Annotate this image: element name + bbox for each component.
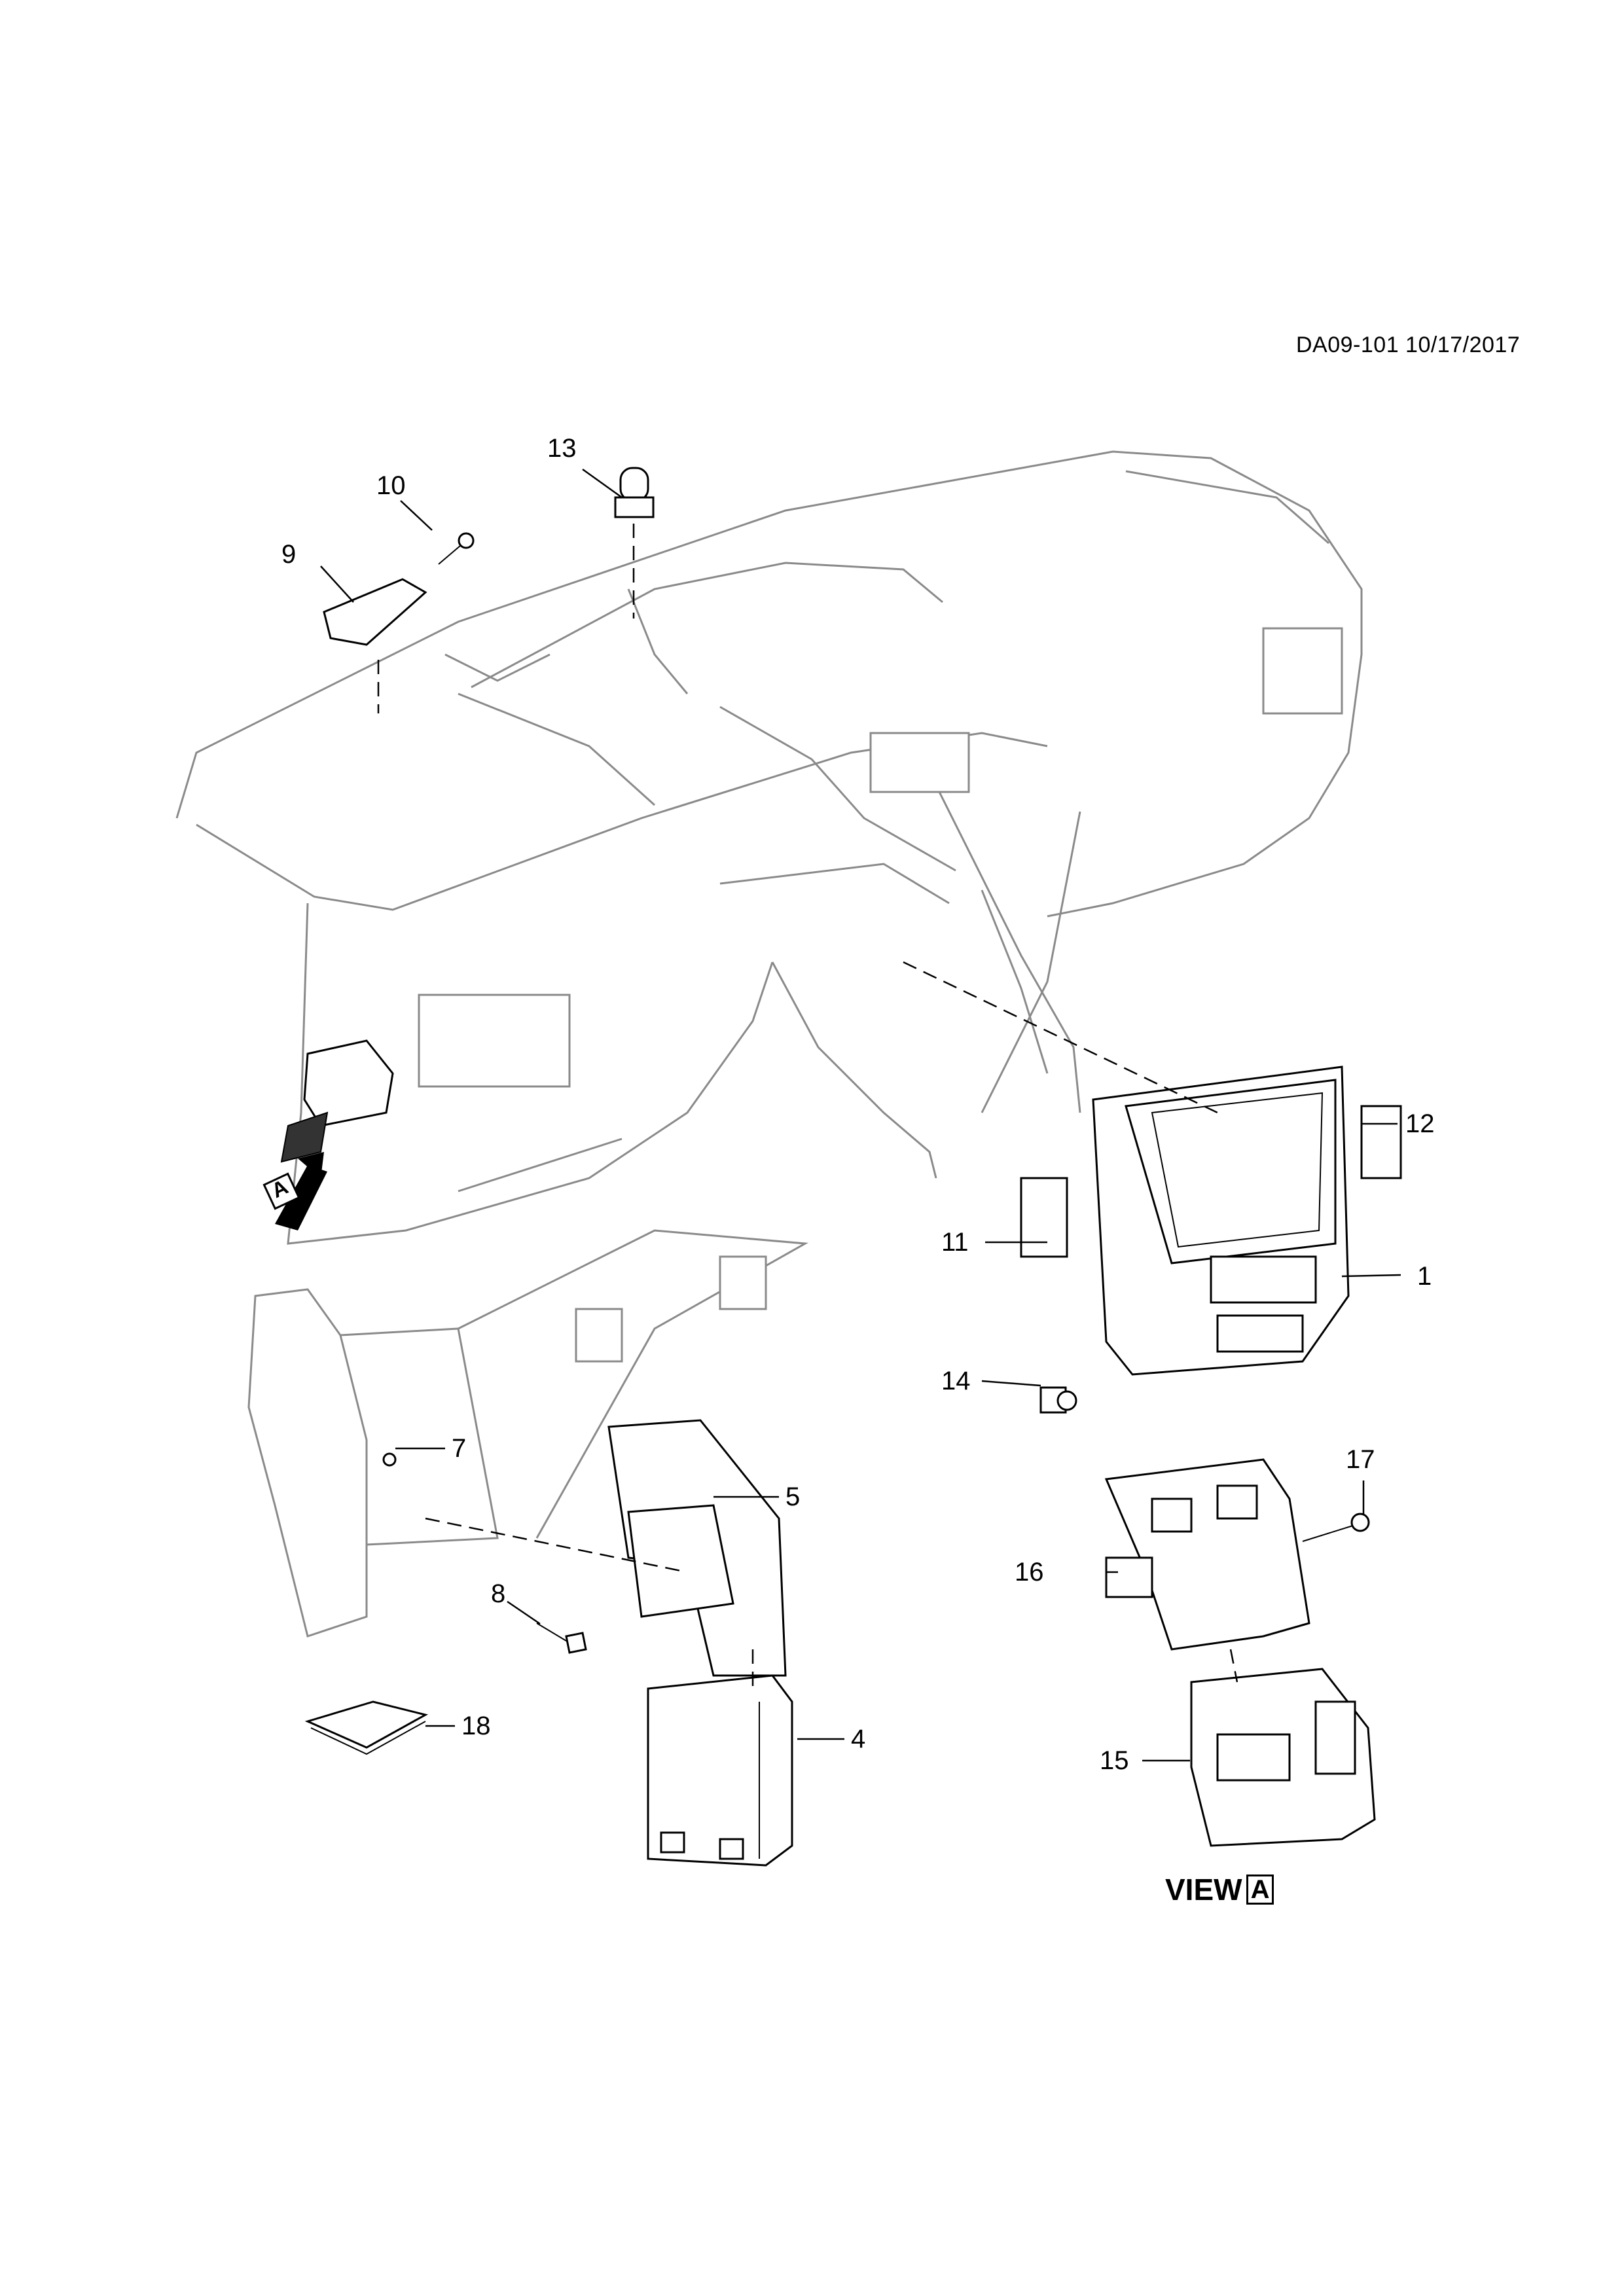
callout-17: 17 bbox=[1346, 1445, 1375, 1474]
leader-lines bbox=[320, 468, 1401, 1762]
part-4-module bbox=[647, 1674, 793, 1867]
callout-10: 10 bbox=[376, 471, 406, 500]
callout-14: 14 bbox=[941, 1367, 971, 1395]
lower-bracket bbox=[247, 1229, 808, 1638]
callout-5: 5 bbox=[785, 1482, 801, 1511]
part-17-bolt bbox=[1302, 1513, 1370, 1542]
part-7-fastener bbox=[382, 1452, 397, 1467]
callout-11: 11 bbox=[941, 1228, 969, 1257]
document-id: DA09-101 10/17/2017 bbox=[1296, 332, 1521, 357]
part-8-bolt bbox=[536, 1623, 587, 1654]
part-13-sensor bbox=[614, 467, 655, 518]
part-15-module bbox=[1190, 1668, 1376, 1847]
callout-4: 4 bbox=[851, 1725, 866, 1753]
callout-12: 12 bbox=[1405, 1109, 1435, 1138]
view-word: VIEW bbox=[1165, 1873, 1242, 1907]
callout-1: 1 bbox=[1417, 1262, 1432, 1291]
view-a-reference-module bbox=[280, 1039, 394, 1163]
part-14-clip bbox=[1039, 1386, 1077, 1414]
part-11-trim bbox=[1020, 1177, 1068, 1258]
part-1-display-unit bbox=[1092, 1066, 1350, 1376]
assembly-lines bbox=[377, 524, 1238, 1689]
part-16-bracket bbox=[1104, 1458, 1310, 1651]
view-a-arrow bbox=[262, 1152, 327, 1230]
callout-15: 15 bbox=[1100, 1746, 1129, 1775]
callout-16: 16 bbox=[1015, 1558, 1044, 1587]
part-12-trim bbox=[1360, 1105, 1402, 1179]
callout-18: 18 bbox=[461, 1712, 491, 1740]
part-18-card bbox=[304, 1700, 429, 1755]
view-letter: A bbox=[1246, 1874, 1274, 1905]
callout-8: 8 bbox=[491, 1579, 506, 1608]
callout-9: 9 bbox=[281, 540, 297, 569]
part-9-bracket bbox=[323, 578, 427, 646]
part-5-bracket bbox=[607, 1419, 787, 1677]
callout-13: 13 bbox=[547, 434, 577, 463]
callout-7: 7 bbox=[452, 1434, 467, 1463]
part-10-screw bbox=[438, 532, 475, 565]
view-a-label: VIEW A bbox=[1165, 1872, 1274, 1907]
